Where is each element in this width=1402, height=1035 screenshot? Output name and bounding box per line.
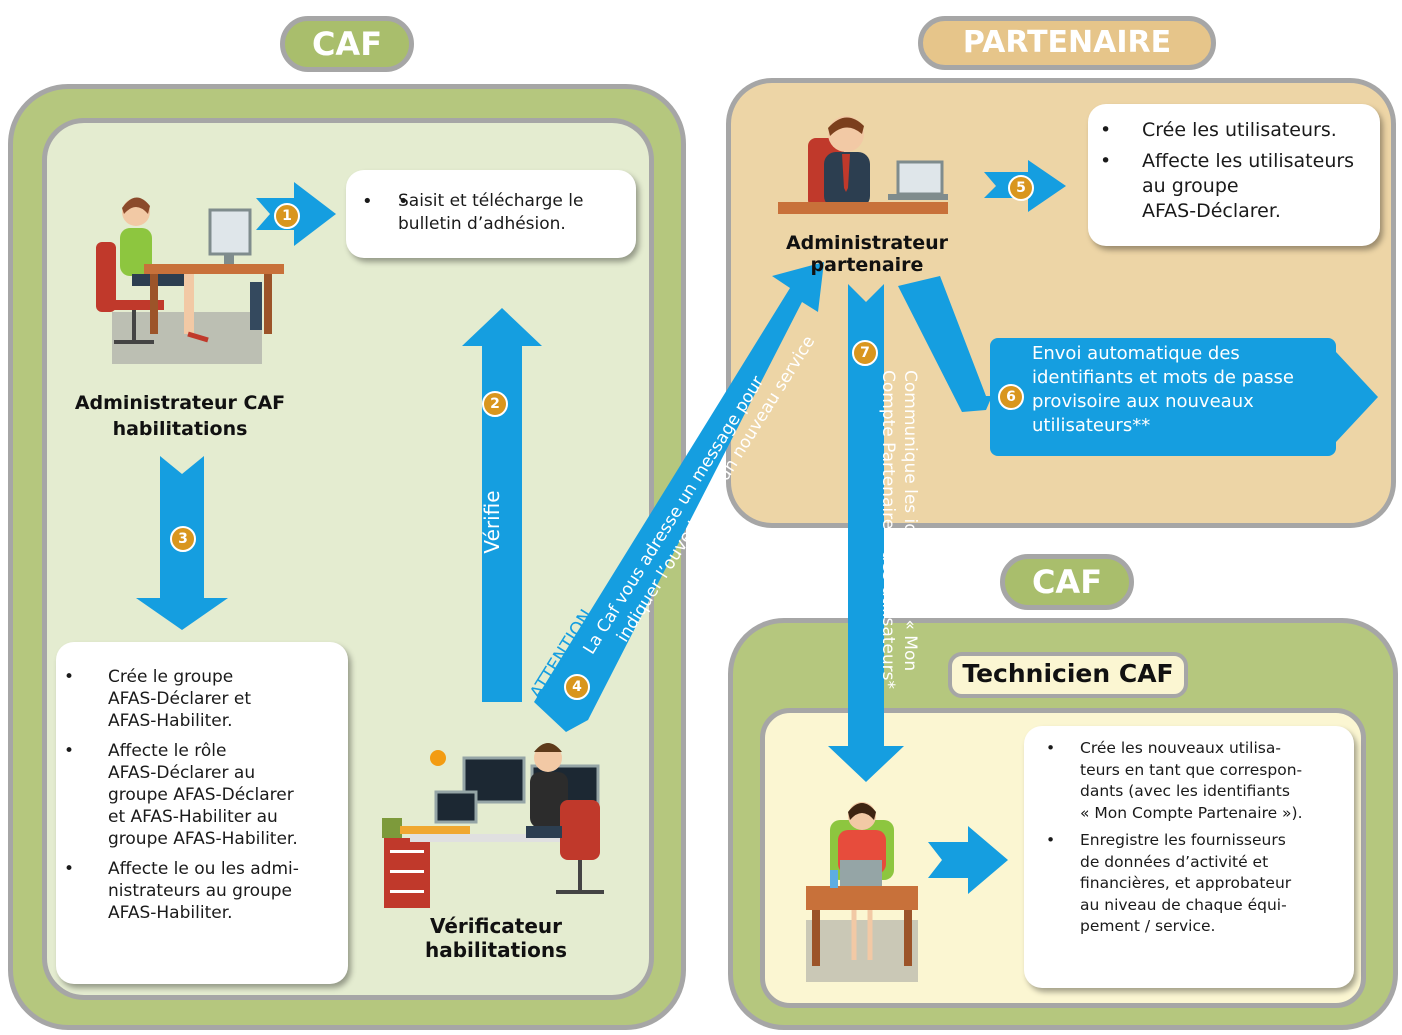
step-badge-6: 6 — [998, 384, 1024, 410]
envoi-line-1: Envoi automatique des — [1032, 343, 1240, 364]
arrow-4 — [534, 262, 824, 732]
arrow-technicien — [928, 826, 1008, 894]
envoi-line-4: utilisateurs** — [1032, 415, 1151, 436]
admin-partenaire-role: Administrateur partenaire — [785, 232, 949, 276]
verifie-label: Vérifie — [480, 490, 504, 554]
communique-line-2: Compte Partenaire » des utilisateurs* — [878, 370, 898, 690]
partenaire-title: PARTENAIRE — [918, 16, 1216, 70]
step-badge-5: 5 — [1008, 175, 1034, 201]
communique-label-group: Communique les identifiants « Mon Compte… — [860, 370, 920, 710]
caf-top-title: CAF — [280, 16, 414, 72]
technicien-action-1: • Crée les nouveaux utilisa-teurs en tan… — [1046, 739, 1303, 822]
admin-caf-role: Administrateur CAF habilitations — [74, 392, 286, 440]
admin-partenaire-illustration — [778, 116, 948, 214]
arrow-6-shaft — [898, 276, 992, 412]
partenaire-action-1: • Crée les utilisateurs. — [1100, 119, 1337, 141]
envoi-line-3: provisoire aux nouveaux — [1032, 391, 1254, 412]
arrow-7 — [828, 284, 904, 782]
step-badge-2: 2 — [482, 391, 508, 417]
box-technicien-actions: • Crée les nouveaux utilisa-teurs en tan… — [1024, 726, 1354, 988]
caf-action-3: • Affecte le ou les admi-nistrateurs au … — [64, 859, 299, 923]
technicien-illustration — [806, 802, 918, 982]
step-badge-4: 4 — [564, 674, 590, 700]
verificateur-illustration — [382, 743, 604, 908]
step-badge-1: 1 — [274, 203, 300, 229]
envoi-line-2: identifiants et mots de passe — [1032, 367, 1294, 388]
communique-line-1: Communique les identifiants « Mon — [900, 370, 920, 672]
step-badge-3: 3 — [170, 526, 196, 552]
caf-bottom-title: CAF — [1000, 554, 1134, 610]
arrow-6-box — [990, 338, 1336, 456]
verificateur-role: Vérificateur habilitations — [425, 914, 567, 962]
admin-caf-illustration — [96, 197, 284, 364]
box-partenaire-actions: • Crée les utilisateurs. • Affecte les u… — [1088, 104, 1380, 246]
box-saisit: • Saisit et télécharge le bulletin d’adh… — [346, 170, 636, 258]
saisit-item: • Saisit et télécharge le bulletin d’adh… — [362, 190, 622, 236]
step-badge-7: 7 — [852, 340, 878, 366]
technicien-title: Technicien CAF — [948, 652, 1188, 698]
arrow-6-head — [1336, 352, 1378, 442]
envoi-label: Envoi automatique des identifiants et mo… — [1032, 342, 1332, 438]
